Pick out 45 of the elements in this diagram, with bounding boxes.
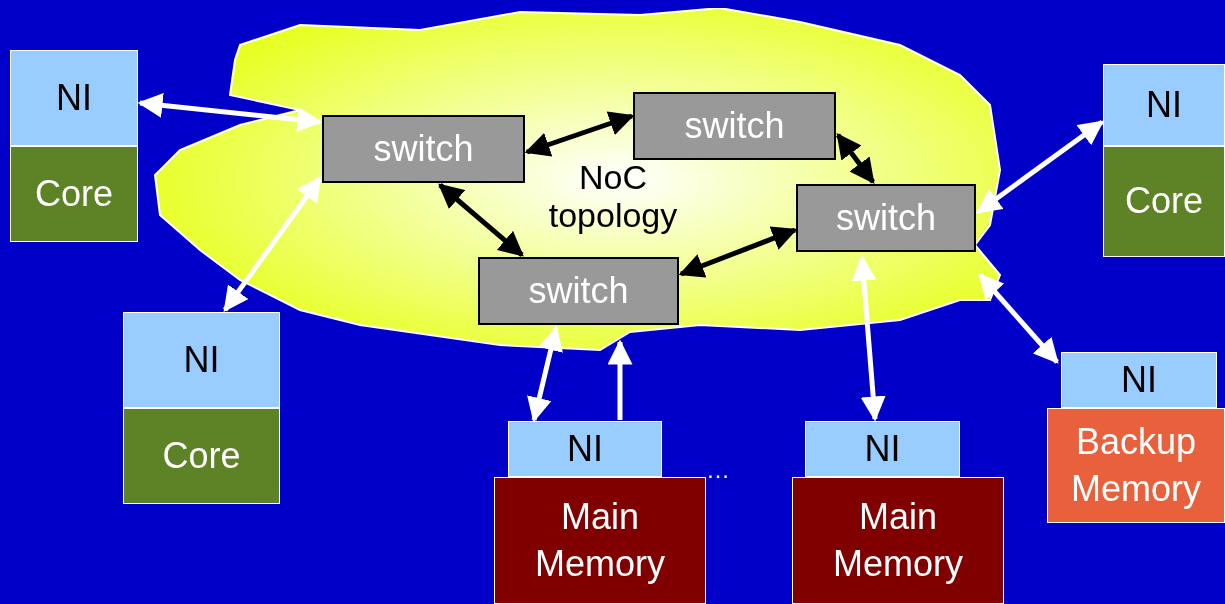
box-label: NI [183,337,220,382]
box-label: switch [684,103,785,148]
arrow [137,92,323,133]
box-label: Main Memory [534,494,666,586]
box-label: NI [1121,357,1157,402]
arrow [978,273,1059,364]
memory-box [494,477,706,604]
ni-box [10,50,138,146]
ni-box [805,421,960,477]
memory-box [792,477,1004,604]
core-box [123,408,280,504]
cloud-label: NoC topology [547,158,679,235]
arrow [976,119,1104,215]
box-label: NI [864,426,901,471]
switch-box [322,115,525,183]
arrow [527,325,563,423]
arrow [678,226,798,278]
switch-box [796,184,976,252]
box-label: switch [373,126,474,171]
ellipsis-label: … [706,458,730,482]
switch-box [633,92,836,160]
box-label: NI [56,75,92,120]
memory-box [1047,408,1225,523]
box-label: Core [1125,179,1203,224]
box-label: Core [35,171,113,216]
ni-box [1103,64,1225,146]
box-label: switch [836,195,936,240]
arrow [851,255,886,422]
core-box [10,146,138,242]
box-label: Main Memory [832,494,964,586]
box-label: NI [1146,82,1182,127]
switch-box [478,257,679,325]
ni-box [123,312,280,408]
box-label: NI [567,426,603,471]
arrow [607,339,633,420]
arrow [222,175,323,313]
core-box [1103,146,1225,257]
box-label: Backup Memory [1070,419,1202,511]
ni-box [508,421,662,477]
arrow [438,183,524,257]
ni-box [1061,352,1217,408]
arrow [836,133,875,184]
box-label: Core [162,433,241,478]
box-label: switch [528,268,629,313]
arrow [524,111,635,157]
